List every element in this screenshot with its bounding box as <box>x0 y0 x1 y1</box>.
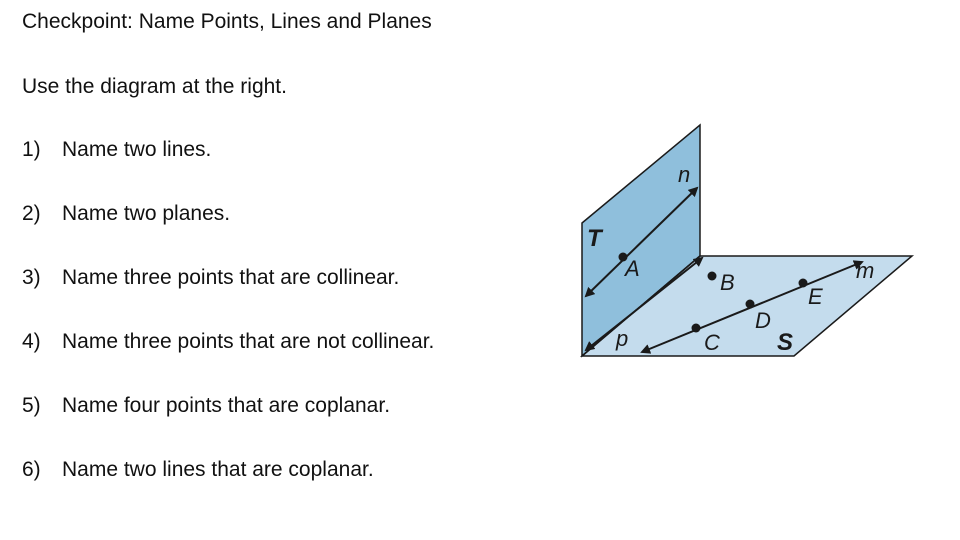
point-c-label: C <box>704 330 720 355</box>
point-d <box>745 299 755 309</box>
question-item: 1) Name two lines. <box>22 138 434 202</box>
question-number: 6) <box>22 458 41 481</box>
line-n-label: n <box>678 162 690 187</box>
point-a <box>618 252 628 262</box>
question-text: Name two planes. <box>62 202 231 225</box>
point-e-label: E <box>808 284 823 309</box>
line-m-label: m <box>856 258 874 283</box>
plane-t-label: T <box>587 225 604 252</box>
question-text: Name four points that are coplanar. <box>62 394 391 417</box>
point-b-label: B <box>720 270 735 295</box>
point-e <box>798 278 808 288</box>
question-item: 4) Name three points that are not colline… <box>22 330 434 394</box>
question-text: Name two lines that are coplanar. <box>62 458 374 481</box>
question-item: 5) Name four points that are coplanar. <box>22 394 434 458</box>
question-number: 3) <box>22 266 41 289</box>
question-number: 4) <box>22 330 41 353</box>
question-text: Name three points that are collinear. <box>62 266 400 289</box>
point-b <box>707 271 717 281</box>
question-item: 3) Name three points that are collinear. <box>22 266 434 330</box>
plane-s-label: S <box>777 329 793 356</box>
question-list: 1) Name two lines. 2) Name two planes. 3) N… <box>22 138 434 522</box>
question-number: 1) <box>22 138 41 161</box>
point-c <box>691 323 701 333</box>
question-number: 2) <box>22 202 41 225</box>
page-title: Checkpoint: Name Points, Lines and Plane… <box>22 10 432 33</box>
point-a-label: A <box>623 256 640 281</box>
point-d-label: D <box>755 308 771 333</box>
planes-diagram: T S n m p A B C D E <box>579 123 915 358</box>
line-p-label: p <box>615 326 628 351</box>
question-item: 2) Name two planes. <box>22 202 434 266</box>
question-item: 6) Name two lines that are coplanar. <box>22 458 434 522</box>
question-text: Name two lines. <box>62 138 212 161</box>
question-text: Name three points that are not collinear… <box>62 330 435 353</box>
instructions: Use the diagram at the right. <box>22 75 287 98</box>
question-number: 5) <box>22 394 41 417</box>
